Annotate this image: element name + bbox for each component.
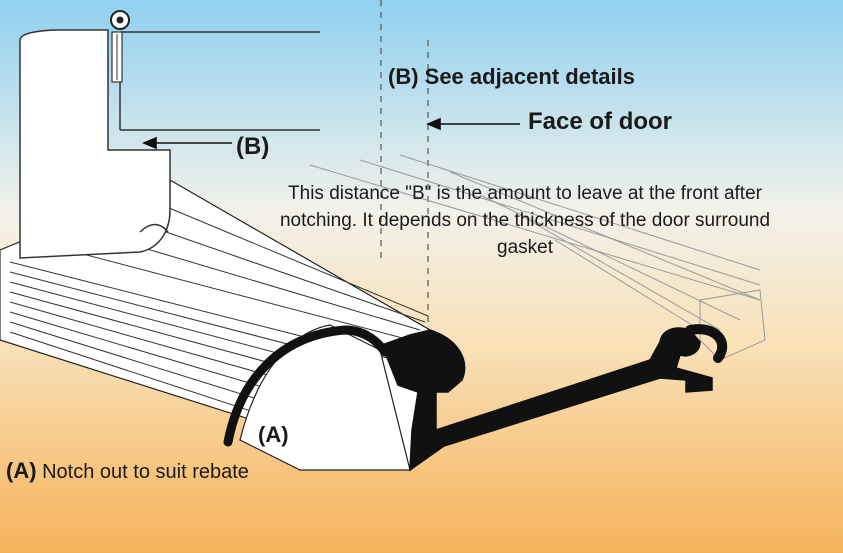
extrusion-section	[381, 327, 713, 472]
notch-tag: (A)	[6, 458, 37, 483]
notch-caption: (A) Notch out to suit rebate	[6, 458, 249, 484]
face-of-door-label: Face of door	[528, 108, 673, 135]
notch-text: Notch out to suit rebate	[42, 461, 249, 483]
dashed-guide-lines	[380, 0, 429, 330]
notch-curve	[223, 325, 390, 447]
a-label: (A)	[258, 422, 289, 447]
extrusion-hook	[685, 324, 728, 363]
detail-inset	[19, 10, 320, 259]
b-arrow-label: (B)	[236, 133, 270, 160]
see-details-label: (B) See adjacent details	[388, 64, 635, 89]
explanation-text: This distance "B" is the amount to leave…	[279, 183, 771, 258]
gasket-outline	[309, 154, 766, 361]
arrow-b	[141, 136, 232, 150]
arrow-face-of-door	[425, 117, 520, 131]
